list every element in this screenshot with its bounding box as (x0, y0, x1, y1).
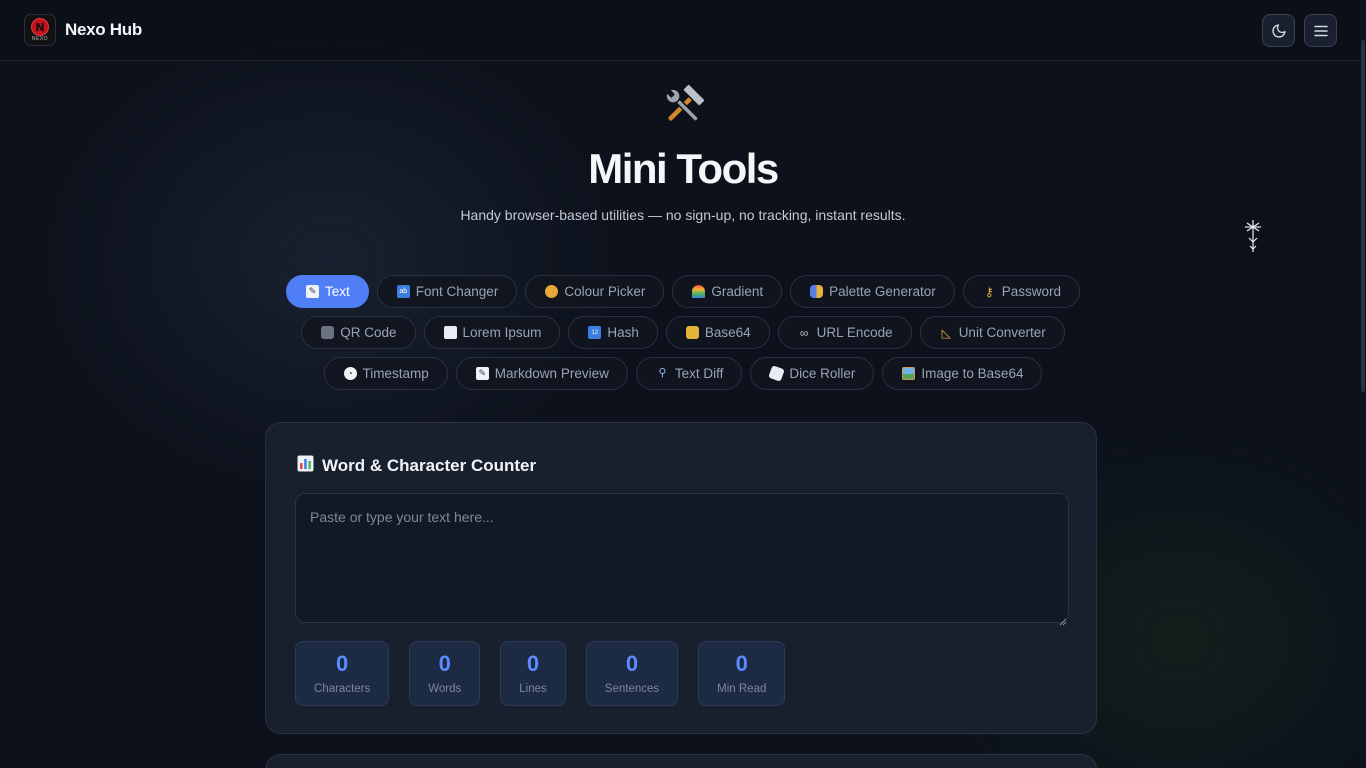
card-title: Word & Character Counter (297, 455, 536, 477)
scrollbar-thumb[interactable] (1361, 40, 1365, 392)
memo-icon: ✎ (306, 285, 319, 298)
tab-base64[interactable]: Base64 (665, 316, 770, 349)
tab-image-to-base64[interactable]: Image to Base64 (882, 357, 1043, 390)
moon-icon (1271, 23, 1286, 38)
page-icon (443, 326, 457, 339)
stat-label: Characters (314, 682, 371, 695)
resize-handle-icon[interactable] (1059, 613, 1067, 631)
hamburger-menu-icon (1313, 25, 1328, 36)
tool-tabs-row-2: QR Code Lorem Ipsum 12 Hash Base64 ∞ URL… (200, 316, 1166, 349)
tab-timestamp[interactable]: ◔ Timestamp (323, 357, 448, 390)
stat-sentences: 0 Sentences (585, 641, 679, 706)
triangle-ruler-icon: ◺ (941, 325, 951, 340)
tab-label: Gradient (711, 284, 764, 299)
tab-text-diff[interactable]: ⚲ Text Diff (635, 357, 743, 390)
magnifier-icon: ⚲ (658, 367, 667, 379)
tab-label: QR Code (340, 325, 397, 340)
stat-words: 0 Words (409, 641, 481, 706)
menu-button[interactable] (1304, 14, 1337, 47)
stats-row: 0 Characters 0 Words 0 Lines 0 Sentences… (295, 641, 786, 706)
tab-palette-generator[interactable]: Palette Generator (790, 275, 955, 308)
text-input[interactable] (295, 493, 1069, 623)
tool-tabs-row-3: ◔ Timestamp ✎ Markdown Preview ⚲ Text Di… (200, 357, 1166, 390)
tab-label: Text (325, 284, 350, 299)
hero-icon-container (0, 82, 1366, 135)
page-subtitle: Handy browser-based utilities — no sign-… (460, 207, 906, 223)
stat-label: Lines (519, 682, 547, 695)
stat-label: Sentences (604, 682, 660, 695)
lock-key-icon (685, 326, 699, 339)
tab-label: Hash (607, 325, 639, 340)
tab-label: Text Diff (674, 366, 724, 381)
rainbow-icon (692, 285, 706, 298)
tab-colour-picker[interactable]: Colour Picker (525, 275, 665, 308)
tool-tabs-row-1: ✎ Text ab Font Changer Colour Picker Gra… (200, 275, 1166, 308)
stat-label: Words (428, 682, 462, 695)
memo-icon: ✎ (475, 367, 489, 380)
abcd-icon: ab (396, 285, 410, 298)
tab-qr-code[interactable]: QR Code (301, 316, 416, 349)
stat-value: 0 (336, 650, 349, 676)
tab-gradient[interactable]: Gradient (672, 275, 783, 308)
stat-value: 0 (438, 650, 451, 676)
stat-characters: 0 Characters (295, 641, 390, 706)
tab-label: Password (1001, 284, 1061, 299)
tab-text[interactable]: ✎ Text (286, 275, 369, 308)
stat-value: 0 (625, 650, 639, 676)
header-actions (1262, 14, 1337, 47)
tab-label: Palette Generator (829, 284, 936, 299)
word-counter-card: Word & Character Counter 0 Characters 0 … (265, 422, 1097, 734)
tab-label: Markdown Preview (494, 366, 609, 381)
tab-label: Colour Picker (564, 284, 646, 299)
stat-value: 0 (735, 650, 748, 676)
tab-unit-converter[interactable]: ◺ Unit Converter (919, 316, 1065, 349)
palette-icon (545, 285, 559, 298)
stat-label: Min Read (717, 682, 767, 695)
tab-lorem-ipsum[interactable]: Lorem Ipsum (423, 316, 561, 349)
card-title-text: Word & Character Counter (322, 456, 537, 475)
stat-lines: 0 Lines (500, 641, 566, 706)
masks-icon (810, 285, 824, 298)
tab-label: Base64 (704, 325, 751, 340)
sparkle-cursor-icon (1240, 218, 1266, 259)
numbers-icon: 12 (588, 326, 602, 339)
page-scrollbar[interactable] (1360, 0, 1366, 768)
bar-chart-icon (297, 455, 314, 477)
tab-label: Lorem Ipsum (462, 325, 542, 340)
stat-min-read: 0 Min Read (698, 641, 786, 706)
next-tool-card (265, 754, 1097, 768)
theme-toggle-button[interactable] (1262, 14, 1295, 47)
clock-icon: ◔ (343, 367, 357, 380)
logo-emblem: N (31, 18, 49, 36)
logo-wordmark: NEXO (31, 36, 49, 42)
brand-name[interactable]: Nexo Hub (65, 20, 142, 39)
hammer-and-wrench-icon (665, 83, 706, 123)
tab-label: Image to Base64 (921, 366, 1024, 381)
tab-markdown-preview[interactable]: ✎ Markdown Preview (455, 357, 628, 390)
brand-logo[interactable]: N NEXO (24, 14, 56, 46)
camera-icon (321, 326, 335, 339)
key-icon: ⚷ (984, 284, 994, 299)
page-title: Mini Tools (588, 145, 779, 192)
stat-value: 0 (526, 650, 540, 676)
link-icon: ∞ (799, 325, 809, 340)
tab-dice-roller[interactable]: Dice Roller (750, 357, 875, 390)
tab-label: Font Changer (415, 284, 499, 299)
picture-icon (902, 367, 916, 380)
tab-label: Unit Converter (958, 325, 1046, 340)
tab-hash[interactable]: 12 Hash (568, 316, 658, 349)
tab-url-encode[interactable]: ∞ URL Encode (777, 316, 912, 349)
top-header: N NEXO Nexo Hub (0, 0, 1366, 61)
tab-label: Timestamp (362, 366, 429, 381)
tab-password[interactable]: ⚷ Password (962, 275, 1080, 308)
dice-icon (768, 365, 786, 382)
tab-label: URL Encode (816, 325, 893, 340)
tab-font-changer[interactable]: ab Font Changer (376, 275, 518, 308)
tab-label: Dice Roller (789, 366, 856, 381)
